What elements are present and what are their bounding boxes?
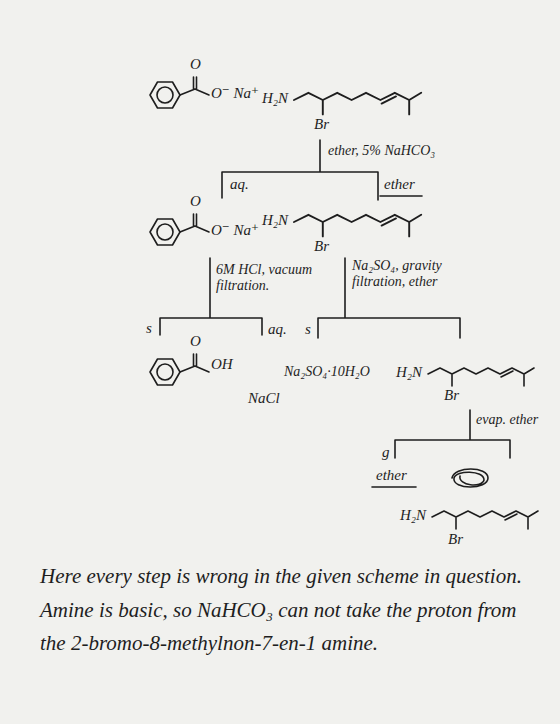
carboxylate-group [180, 77, 209, 95]
atom-label: Br [314, 238, 329, 255]
amine-chain [294, 93, 421, 115]
product-label: NaCl [248, 390, 280, 407]
underline [380, 195, 422, 197]
benzene-ring [150, 219, 180, 245]
amine-chain [432, 511, 538, 529]
benzene-ring [150, 359, 180, 385]
group-label: OH [211, 356, 233, 373]
ion-label: O⁻ Na⁺ [211, 85, 259, 102]
layer-label: aq. [268, 321, 287, 338]
atom-label: Br [314, 116, 329, 133]
group-label: H₂N [262, 90, 288, 107]
atom-label: Br [448, 531, 463, 548]
group-label: H₂N [262, 212, 288, 229]
benzene-ring [150, 82, 180, 108]
reagent-label: 6M HCl, vacuum filtration. [216, 262, 326, 294]
carboxylate-group [180, 214, 209, 232]
layer-label: aq. [230, 176, 249, 193]
amine-chain [294, 215, 421, 237]
product-label: ether [376, 467, 407, 484]
amine-chain [428, 368, 534, 386]
underline [372, 486, 416, 488]
phase-label: g [382, 444, 390, 461]
product-label: Na₂SO₄·10H₂O [284, 364, 370, 380]
reagent-label: evap. ether [476, 412, 538, 428]
group-label: H₂N [400, 507, 426, 524]
phase-label: s [146, 320, 152, 337]
atom-label: O [190, 56, 201, 73]
atom-label: O [190, 193, 201, 210]
group-label: H₂N [396, 364, 422, 381]
ion-label: O⁻ Na⁺ [211, 222, 259, 239]
scribble [452, 469, 488, 487]
reagent-label: ether, 5% NaHCO₃ [328, 143, 435, 159]
phase-label: s [305, 321, 311, 338]
note-text: Here every step is wrong in the given sc… [40, 560, 530, 661]
layer-label: ether [384, 176, 415, 193]
atom-label: Br [444, 387, 459, 404]
reagent-label: Na₂SO₄, gravity filtration, ether [352, 258, 477, 290]
atom-label: O [190, 333, 201, 350]
carboxyl-group [180, 354, 209, 372]
